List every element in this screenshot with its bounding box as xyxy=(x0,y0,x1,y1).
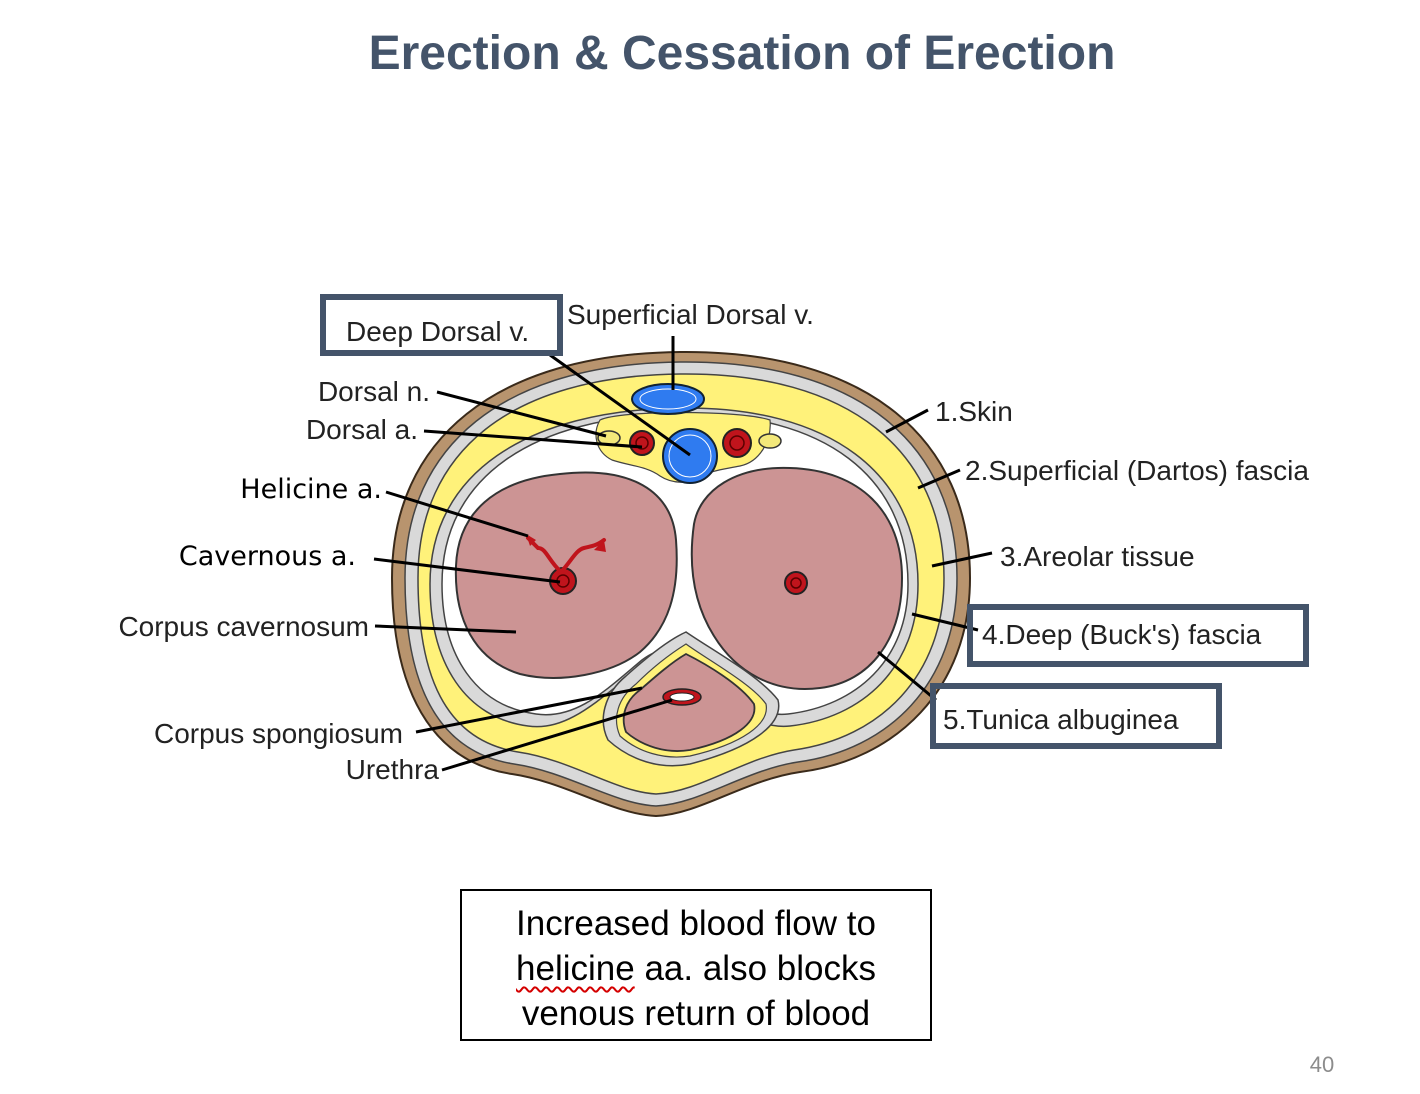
label-cavernous-a: Cavernous a. xyxy=(179,541,356,572)
note-line-3: venous return of blood xyxy=(521,994,871,1033)
highlight-box-deep-fascia xyxy=(967,604,1309,667)
label-urethra: Urethra xyxy=(346,754,440,785)
helicine-arteries xyxy=(526,536,606,574)
highlight-box-tunica-albuginea xyxy=(930,683,1222,749)
note-line-2-rest: aa. also blocks xyxy=(634,949,876,988)
cavernous-artery-right xyxy=(784,571,808,595)
dorsal-nerve-right xyxy=(758,433,782,449)
page-number: 40 xyxy=(1309,1052,1335,1077)
label-corpus-cavernosum: Corpus cavernosum xyxy=(118,611,369,642)
label-helicine-a: Helicine a. xyxy=(240,474,382,505)
cross-section xyxy=(390,350,972,818)
label-dorsal-n: Dorsal n. xyxy=(318,376,430,407)
page-title: Erection & Cessation of Erection xyxy=(368,27,1116,80)
label-tunica-albuginea: 5.Tunica albuginea xyxy=(943,704,1179,735)
label-superficial-dorsal-v: Superficial Dorsal v. xyxy=(567,299,814,330)
note-line-1: Increased blood flow to xyxy=(516,904,876,943)
label-superficial-fascia: 2.Superficial (Dartos) fascia xyxy=(965,455,1309,486)
label-areolar-tissue: 3.Areolar tissue xyxy=(1000,541,1195,572)
note-line-2: helicine aa. also blocks xyxy=(462,946,930,991)
note-line-2-word: helicine xyxy=(516,949,635,988)
label-skin: 1.Skin xyxy=(935,396,1013,427)
label-deep-fascia: 4.Deep (Buck's) fascia xyxy=(982,619,1262,650)
label-corpus-spongiosum: Corpus spongiosum xyxy=(154,718,403,749)
highlight-box-deep-dorsal-v xyxy=(320,294,563,356)
dorsal-artery-right xyxy=(722,428,752,458)
explanation-note-box: Increased blood flow to helicine aa. als… xyxy=(460,889,932,1041)
label-dorsal-a: Dorsal a. xyxy=(306,414,418,445)
dorsal-artery-left xyxy=(629,430,655,456)
deep-dorsal-vein xyxy=(662,428,718,484)
label-deep-dorsal-v: Deep Dorsal v. xyxy=(346,316,529,347)
leader-lines xyxy=(373,336,993,772)
